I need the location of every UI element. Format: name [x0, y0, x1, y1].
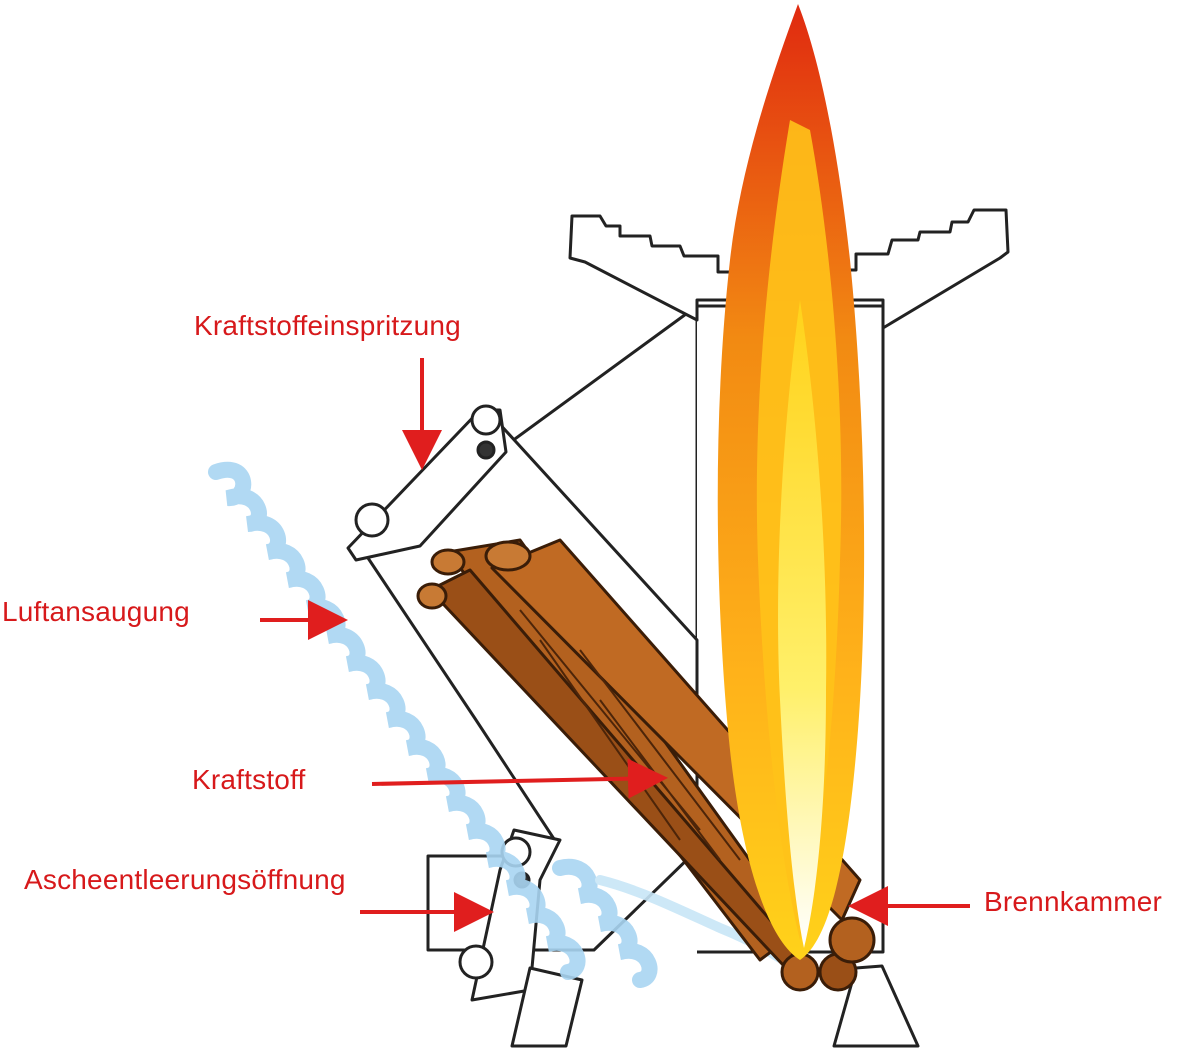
label-brennkammer: Brennkammer — [984, 886, 1163, 917]
label-luftansaugung: Luftansaugung — [2, 596, 190, 627]
pointer-arrows — [260, 358, 970, 932]
label-ascheentleerungsoeffnung: Ascheentleerungsöffnung — [24, 864, 346, 895]
label-kraftstoff: Kraftstoff — [192, 764, 306, 795]
foot-left — [510, 966, 584, 1048]
pot-support-left — [568, 214, 737, 322]
arrow-kraftstoff — [371, 758, 668, 799]
foot-right — [832, 964, 920, 1048]
flame-icon — [717, 4, 865, 960]
label-kraftstoffeinspritzung: Kraftstoffeinspritzung — [194, 310, 461, 341]
